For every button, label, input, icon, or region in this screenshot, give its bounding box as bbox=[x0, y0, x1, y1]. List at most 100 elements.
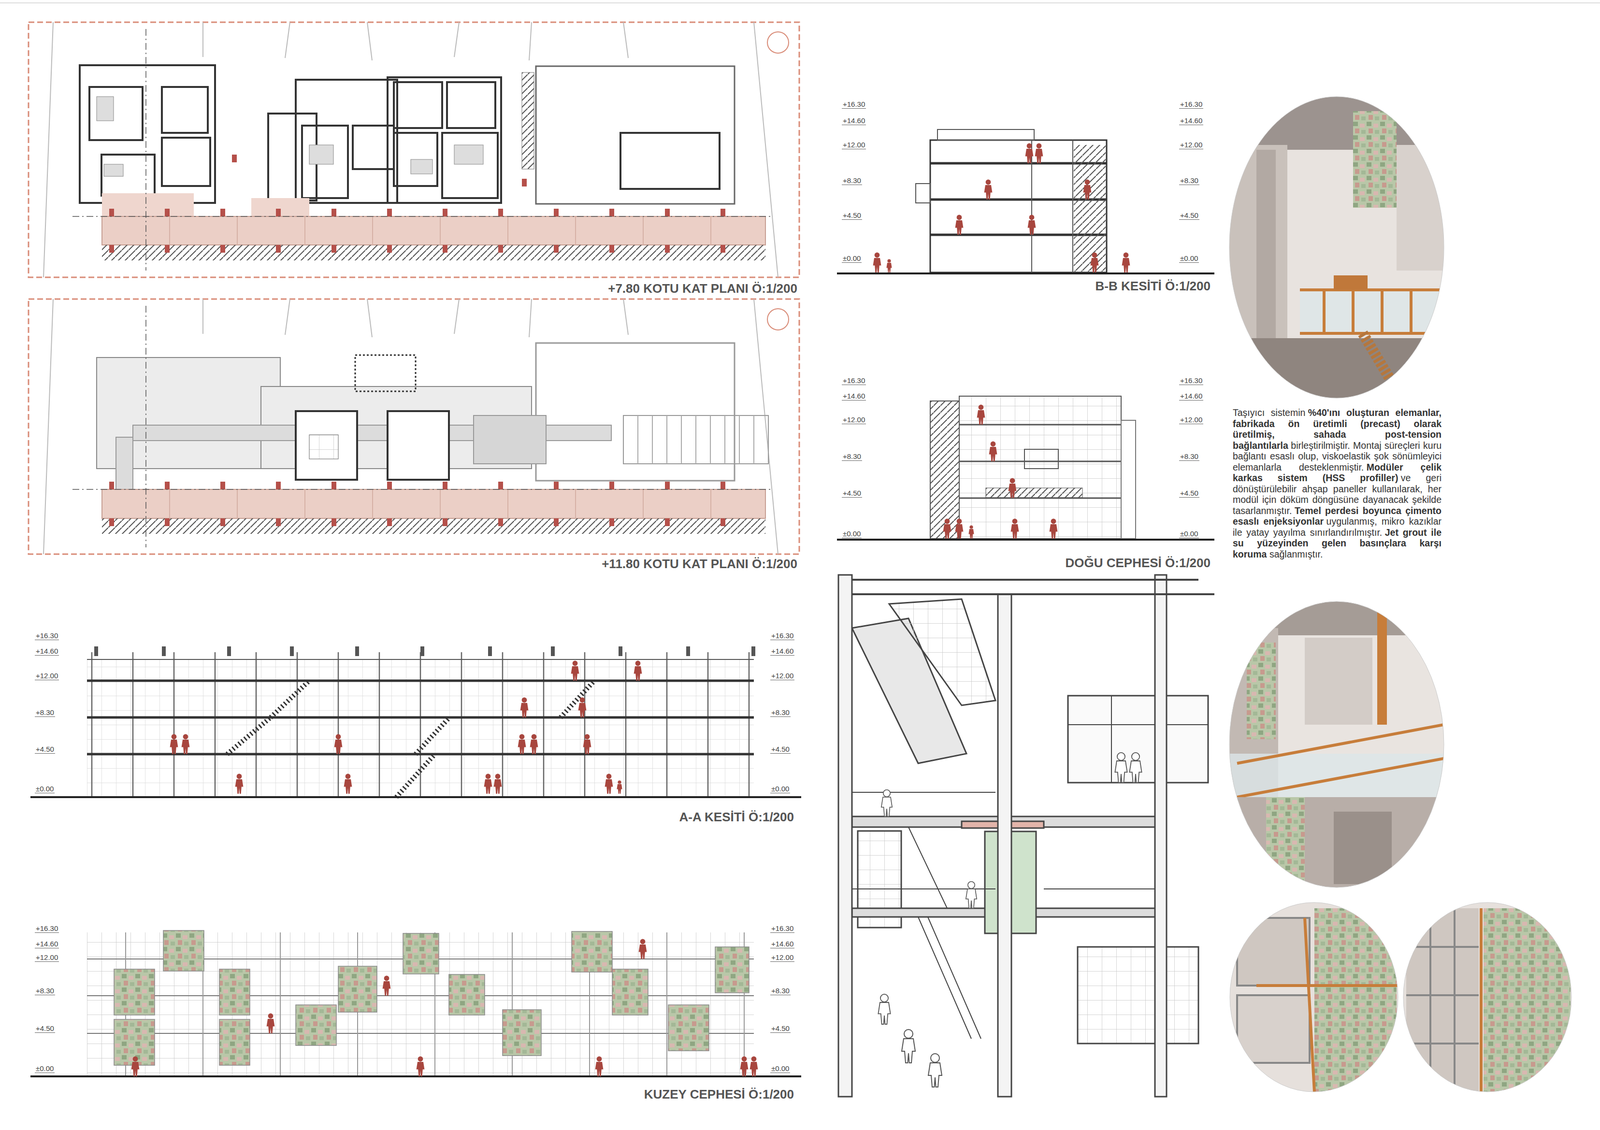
section-a-a bbox=[86, 680, 754, 755]
section-a-a bbox=[30, 796, 802, 799]
render-view-4 bbox=[1406, 908, 1479, 1093]
section-b-b bbox=[930, 140, 1107, 273]
render-view-1 bbox=[1229, 96, 1444, 150]
render-view-2 bbox=[1266, 797, 1305, 890]
floor-plan-780 bbox=[767, 31, 789, 54]
level-mark: +8.30 bbox=[770, 987, 791, 996]
section-a-a bbox=[334, 734, 343, 755]
east-elevation bbox=[959, 396, 1122, 539]
level-mark: +14.60 bbox=[841, 392, 866, 401]
level-mark: +12.00 bbox=[770, 953, 795, 963]
floor-plan-780 bbox=[521, 72, 534, 170]
note-text: Taşıyıcı sistemin bbox=[1232, 407, 1306, 419]
render-view-1 bbox=[1396, 144, 1444, 271]
north-elevation bbox=[30, 1075, 802, 1078]
render-view-1 bbox=[1333, 275, 1368, 290]
north-elevation bbox=[612, 969, 649, 1016]
east-elevation bbox=[836, 538, 1215, 541]
north-elevation bbox=[571, 931, 613, 973]
floor-plan-780 bbox=[387, 77, 502, 203]
floor-plan-1180 bbox=[473, 415, 547, 464]
level-mark: +14.60 bbox=[34, 647, 59, 656]
east-elevation bbox=[989, 441, 998, 462]
section-a-a bbox=[578, 697, 587, 718]
render-view-4 bbox=[1479, 908, 1483, 1093]
section-a-a bbox=[616, 780, 622, 794]
north-elevation bbox=[595, 1056, 604, 1077]
section-a-a bbox=[484, 774, 493, 794]
north-elevation bbox=[740, 1056, 749, 1077]
floor-plan-780 bbox=[620, 132, 720, 189]
perspective-section bbox=[1129, 752, 1142, 783]
structure-note: Taşıyıcı sistemin%40'ını oluşturan elema… bbox=[1232, 407, 1442, 560]
level-mark: +8.30 bbox=[34, 987, 56, 996]
perspective-section bbox=[1114, 752, 1127, 783]
section-b-b bbox=[1035, 143, 1044, 164]
render-view-2 bbox=[1377, 608, 1387, 725]
render-view-1 bbox=[1299, 289, 1444, 334]
section-a-a bbox=[170, 734, 179, 755]
section-b-b bbox=[1122, 252, 1131, 273]
north-elevation bbox=[219, 1019, 250, 1066]
north-elevation bbox=[668, 1005, 709, 1052]
floor-plan-780 bbox=[79, 65, 216, 203]
level-mark: +8.30 bbox=[34, 708, 56, 718]
north-elevation bbox=[163, 930, 204, 972]
east-elevation bbox=[968, 525, 974, 539]
section-a-a bbox=[634, 661, 643, 681]
section-b-b bbox=[1073, 144, 1106, 272]
floor-plan-780 bbox=[535, 66, 735, 204]
floor-plan-780 bbox=[309, 144, 334, 165]
level-mark: +16.30 bbox=[770, 632, 795, 641]
floor-plan-780 bbox=[393, 132, 438, 187]
floor-plan-1180 bbox=[72, 305, 774, 548]
north-elevation bbox=[266, 1013, 275, 1034]
perspective-section bbox=[928, 1053, 942, 1088]
render-view-4 bbox=[1406, 908, 1479, 1093]
floor-plan-780 bbox=[101, 193, 194, 217]
level-mark: +4.50 bbox=[34, 1024, 56, 1034]
perspective-section bbox=[965, 881, 977, 909]
floor-plan-780 bbox=[169, 216, 711, 246]
section-b-b bbox=[1027, 215, 1037, 235]
drawing-title: +11.80 KOTU KAT PLANI Ö:1/200 bbox=[599, 556, 800, 572]
north-elevation bbox=[338, 966, 377, 1013]
level-mark: +16.30 bbox=[1179, 376, 1204, 386]
level-mark: +8.30 bbox=[841, 176, 863, 186]
render-view-3 bbox=[1256, 918, 1399, 1093]
perspective-section bbox=[851, 579, 1215, 595]
section-a-a bbox=[91, 652, 750, 798]
section-a-a bbox=[170, 661, 643, 794]
floor-plan-1180 bbox=[355, 355, 416, 392]
section-a-a bbox=[86, 659, 754, 661]
level-mark: +16.30 bbox=[34, 924, 59, 934]
floor-plan-780 bbox=[101, 216, 766, 246]
level-mark: +4.50 bbox=[841, 489, 863, 498]
render-frame bbox=[1229, 96, 1444, 399]
floor-plan-1180 bbox=[28, 299, 800, 555]
section-b-b bbox=[873, 252, 882, 273]
level-mark: +12.00 bbox=[1179, 416, 1204, 425]
level-mark: +12.00 bbox=[1179, 141, 1204, 150]
floor-plan-1180 bbox=[535, 343, 735, 481]
floor-plan-1180 bbox=[115, 437, 133, 491]
north-elevation bbox=[219, 969, 250, 1016]
section-b-b bbox=[915, 183, 931, 203]
floor-plan-1180 bbox=[767, 308, 789, 331]
floor-plan-780 bbox=[96, 96, 484, 177]
section-b-b bbox=[1025, 143, 1034, 164]
floor-plan-780 bbox=[28, 22, 800, 278]
level-mark: +4.50 bbox=[770, 745, 791, 754]
floor-plan-1180 bbox=[28, 299, 800, 555]
render-view-1 bbox=[1229, 96, 1444, 399]
sheet-border bbox=[0, 2, 1600, 4]
floor-plan-780 bbox=[43, 22, 779, 278]
level-mark: +12.00 bbox=[841, 416, 866, 425]
section-b-b bbox=[984, 179, 993, 200]
level-mark: +12.00 bbox=[770, 672, 795, 681]
perspective-section bbox=[1077, 947, 1199, 1044]
level-mark: +4.50 bbox=[34, 745, 56, 754]
render-frame bbox=[1403, 902, 1572, 1093]
level-mark: ±0.00 bbox=[841, 530, 862, 539]
